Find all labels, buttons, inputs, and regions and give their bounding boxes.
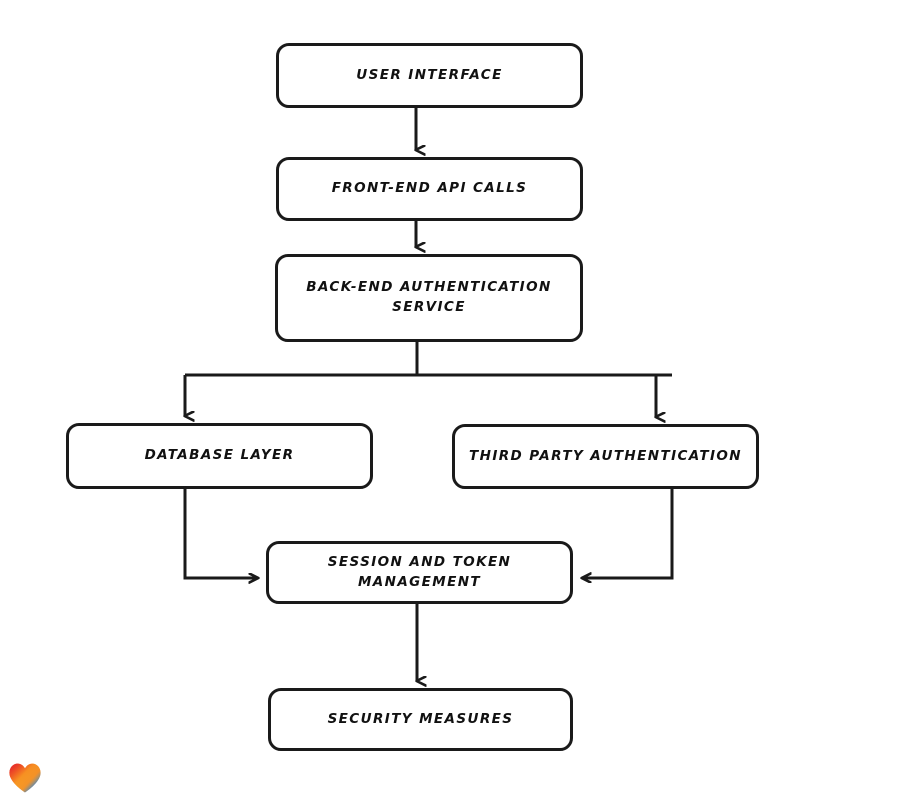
node-security-measures[interactable]: Security Measures — [268, 688, 573, 751]
heart-icon — [9, 763, 41, 793]
node-database-layer[interactable]: Database Layer — [66, 423, 373, 489]
node-backend-authentication-service-label: Back-End Authentication Service — [306, 279, 552, 315]
node-frontend-api-calls[interactable]: Front-End API Calls — [276, 157, 583, 221]
node-third-party-authentication-label: Third Party Authentication — [469, 447, 742, 464]
node-third-party-authentication[interactable]: Third Party Authentication — [452, 424, 759, 489]
node-user-interface-label: User Interface — [356, 66, 503, 83]
edge-database-to-session — [183, 489, 258, 578]
node-backend-authentication-service[interactable]: Back-End Authentication Service — [275, 254, 583, 342]
edge-thirdparty-to-session — [582, 489, 674, 578]
node-session-and-token-management-label: Session and Token Management — [327, 553, 512, 590]
node-security-measures-label: Security Measures — [327, 710, 514, 727]
node-user-interface[interactable]: User Interface — [276, 43, 583, 108]
node-frontend-api-calls-label: Front-End API Calls — [331, 180, 528, 197]
node-session-and-token-management[interactable]: Session and Token Management — [266, 541, 573, 604]
node-database-layer-label: Database Layer — [144, 447, 295, 464]
